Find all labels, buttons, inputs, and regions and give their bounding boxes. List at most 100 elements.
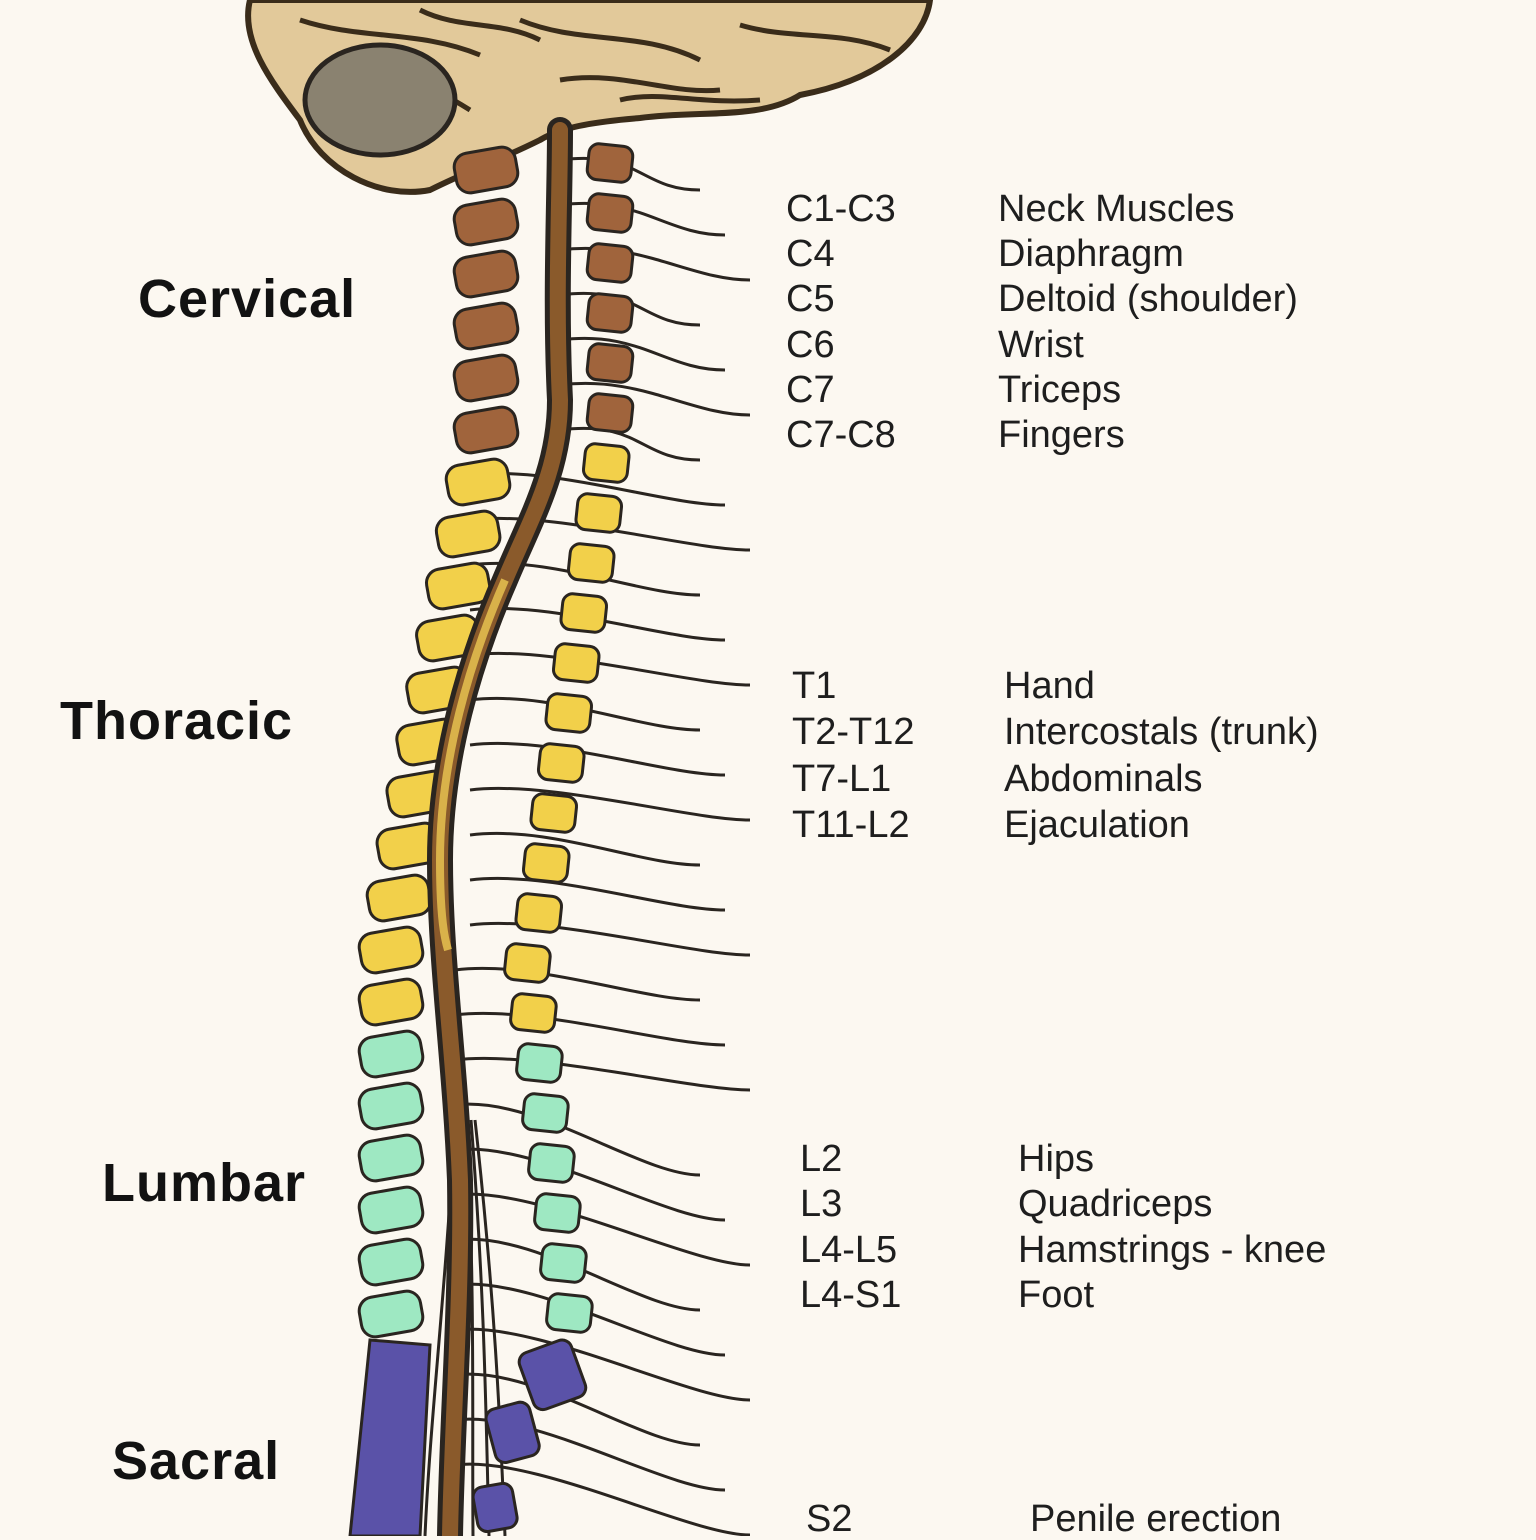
vertebra-right xyxy=(536,742,586,784)
spinal-nerve xyxy=(469,876,726,912)
spinal-nerve xyxy=(559,427,701,462)
spinal-nerve xyxy=(454,1192,751,1267)
vertebra-right xyxy=(514,892,564,934)
spinal-nerve xyxy=(454,1327,751,1402)
spinal-nerve xyxy=(469,831,701,867)
spinal-nerve xyxy=(454,966,701,1002)
vertebra-left xyxy=(357,925,425,975)
vertebra-right xyxy=(566,542,616,584)
spinal-nerve xyxy=(454,1147,726,1222)
spinal-cord xyxy=(426,117,574,1536)
vertebrae-right-column xyxy=(471,142,635,1534)
function-deltoid: Deltoid (shoulder) xyxy=(998,278,1298,320)
vertebra-left xyxy=(365,873,433,923)
spinal-nerve xyxy=(469,516,751,552)
function-intercostals: Intercostals (trunk) xyxy=(1004,711,1319,753)
function-fingers: Fingers xyxy=(998,414,1125,456)
function-ejaculation: Ejaculation xyxy=(1004,804,1190,846)
segment-c1-c3: C1-C3 xyxy=(786,188,896,230)
vertebra-left xyxy=(357,977,425,1027)
vertebra-right xyxy=(521,842,571,884)
region-label-lumbar: Lumbar xyxy=(102,1153,307,1213)
segment-t11-l2: T11-L2 xyxy=(792,804,910,846)
spinal-nerve xyxy=(469,786,751,822)
function-triceps: Triceps xyxy=(998,369,1122,411)
vertebra-left xyxy=(434,509,502,559)
function-neck-muscles: Neck Muscles xyxy=(998,188,1235,230)
function-penile-erection: Penile erection xyxy=(1030,1498,1282,1540)
function-diaphragm: Diaphragm xyxy=(998,233,1184,275)
spinal-nerve xyxy=(454,1102,701,1177)
vertebra-right xyxy=(585,192,635,234)
vertebra-right xyxy=(585,392,635,434)
vertebra-right xyxy=(559,592,609,634)
brain-fold xyxy=(619,94,761,104)
vertebra-right xyxy=(521,1092,570,1134)
vertebra-left xyxy=(424,561,492,611)
vertebra-right xyxy=(515,1042,564,1084)
spinal-nerve xyxy=(454,1056,751,1092)
region-label-thoracic: Thoracic xyxy=(60,691,294,751)
function-abdominals: Abdominals xyxy=(1004,758,1203,800)
vertebra-right xyxy=(503,942,552,984)
vertebra-left xyxy=(444,457,512,507)
region-label-cervical: Cervical xyxy=(138,269,357,329)
function-quadriceps: Quadriceps xyxy=(1018,1183,1213,1225)
segment-l2: L2 xyxy=(800,1138,843,1180)
segment-t2-t12: T2-T12 xyxy=(792,711,915,753)
brain-fold xyxy=(418,7,542,43)
spinal-nerve xyxy=(559,337,726,372)
segment-c4: C4 xyxy=(786,233,835,275)
vertebra-right xyxy=(539,1242,588,1284)
sacrum-left xyxy=(348,1338,432,1536)
segment-t7-l1: T7-L1 xyxy=(792,758,892,800)
vertebra-right xyxy=(545,1292,594,1334)
vertebra-right xyxy=(527,1142,576,1184)
vertebra-left xyxy=(452,197,520,247)
vertebra-right xyxy=(581,442,631,484)
brain-fold xyxy=(299,17,481,58)
vertebra-left xyxy=(357,1289,425,1339)
segment-c7-c8: C7-C8 xyxy=(786,414,896,456)
segment-t1: T1 xyxy=(792,665,837,707)
segment-c6: C6 xyxy=(786,324,835,366)
vertebra-left xyxy=(357,1029,425,1079)
segment-l3: L3 xyxy=(800,1183,843,1225)
spinal-nerve xyxy=(454,1372,701,1447)
vertebra-right xyxy=(533,1192,582,1234)
vertebra-left xyxy=(452,405,520,455)
vertebra-left xyxy=(452,301,520,351)
spinal-nerve xyxy=(559,246,751,282)
sacrum-right-mid xyxy=(484,1400,541,1464)
spinal-nerve xyxy=(559,202,726,237)
spinal-nerve xyxy=(469,921,751,957)
cerebellum-shading xyxy=(302,42,458,158)
spinal-cord-thoracic-tint xyxy=(435,578,509,952)
brain-fold xyxy=(559,75,721,94)
vertebra-right xyxy=(544,692,594,734)
vertebra-left xyxy=(452,249,520,299)
vertebra-left xyxy=(357,1237,425,1287)
vertebra-left xyxy=(452,353,520,403)
function-hamstrings: Hamstrings - knee xyxy=(1018,1229,1327,1271)
spinal-nerve xyxy=(559,292,701,327)
segment-l4-l5: L4-L5 xyxy=(800,1229,898,1271)
region-label-sacral: Sacral xyxy=(112,1431,281,1491)
spinal-nerve xyxy=(559,381,751,417)
function-hips: Hips xyxy=(1018,1138,1095,1180)
vertebra-left xyxy=(357,1133,425,1183)
sacrum-right-upper xyxy=(517,1338,588,1412)
vertebra-right xyxy=(574,492,624,534)
spinal-nerve xyxy=(454,1011,726,1047)
segment-s2: S2 xyxy=(806,1498,853,1540)
brain-illustration xyxy=(245,0,934,195)
function-foot: Foot xyxy=(1018,1274,1095,1316)
spinal-nerve xyxy=(469,741,726,777)
spinal-nerve xyxy=(559,157,701,192)
vertebra-right xyxy=(551,642,601,684)
segment-c7: C7 xyxy=(786,369,835,411)
sacrum-right-lower xyxy=(471,1481,519,1534)
vertebra-right xyxy=(585,342,635,384)
segment-l4-s1: L4-S1 xyxy=(800,1274,902,1316)
